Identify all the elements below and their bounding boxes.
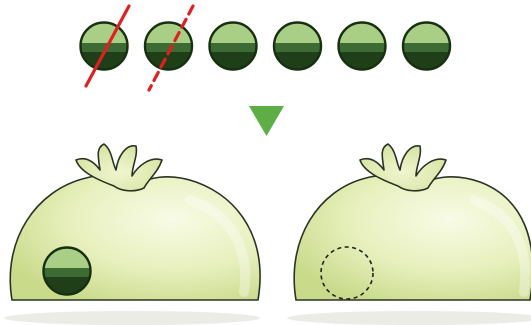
token-3 xyxy=(207,20,259,72)
down-triangle-icon xyxy=(249,106,284,136)
token-4 xyxy=(272,20,324,72)
sack-right xyxy=(287,143,531,325)
strike-solid-mark xyxy=(84,4,131,88)
strike-dashed-mark xyxy=(147,4,195,92)
token-2 xyxy=(143,20,195,72)
token-6 xyxy=(401,20,453,72)
sack-left xyxy=(4,143,261,325)
token-1 xyxy=(78,20,130,72)
token-5 xyxy=(336,20,388,72)
token-row xyxy=(78,20,453,72)
missing-token-placeholder xyxy=(320,246,374,300)
